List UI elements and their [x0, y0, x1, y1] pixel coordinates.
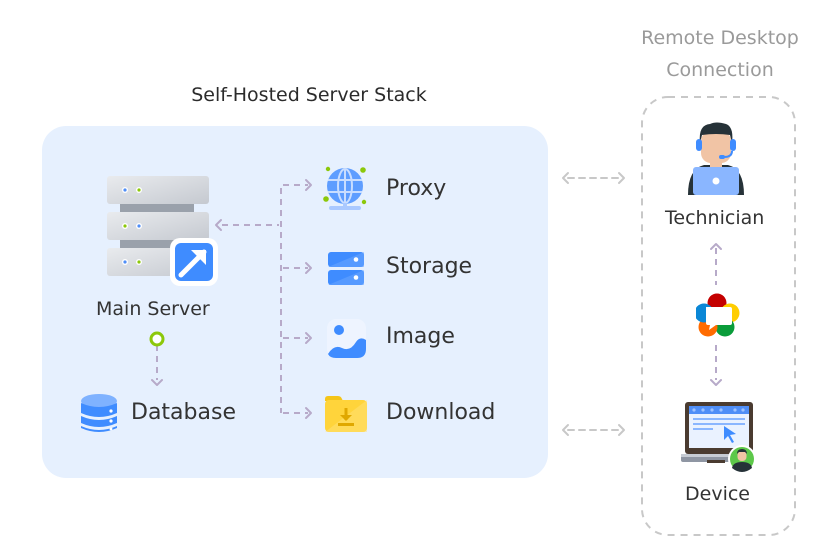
database-icon	[81, 394, 117, 432]
technician-node[interactable]	[686, 121, 746, 197]
device-node[interactable]	[681, 400, 757, 473]
image-label: Image	[386, 324, 455, 349]
link-technician-right-head	[618, 172, 625, 184]
main-server-label: Main Server	[96, 298, 210, 320]
storage-node[interactable]	[327, 251, 365, 286]
download-folder-icon	[325, 396, 367, 432]
arrow-to-download	[305, 407, 312, 419]
external-link-icon	[170, 238, 218, 286]
arrow-to-device	[710, 379, 722, 386]
remote-desktop-title-line1: Remote Desktop	[641, 27, 799, 49]
database-label: Database	[131, 400, 236, 425]
image-icon	[327, 319, 366, 358]
user-avatar-icon	[728, 445, 756, 473]
link-device-right-head	[618, 424, 625, 436]
service-connectors	[156, 184, 717, 414]
storage-drive-icon	[328, 252, 364, 285]
database-node[interactable]	[80, 393, 118, 435]
remote-desktop-title-line2: Connection	[666, 59, 774, 81]
globe-network-icon	[323, 166, 367, 210]
download-label: Download	[386, 400, 496, 425]
webrtc-node	[694, 293, 740, 337]
webrtc-icon	[694, 293, 740, 337]
remote-connection-box	[641, 96, 796, 536]
link-technician-left-head	[562, 172, 569, 184]
download-node[interactable]	[324, 395, 368, 433]
arrow-to-proxy	[305, 179, 312, 191]
laptop-user-icon	[681, 402, 753, 463]
proxy-node[interactable]	[323, 166, 367, 212]
main-server-node[interactable]	[105, 174, 220, 286]
link-device-left-head	[562, 424, 569, 436]
technician-label: Technician	[665, 207, 765, 229]
arrow-to-image	[305, 332, 312, 344]
arrow-to-server	[215, 219, 222, 231]
remote-desktop-title: Remote Desktop Connection	[610, 22, 830, 86]
proxy-label: Proxy	[386, 176, 447, 201]
device-label: Device	[685, 483, 750, 505]
technician-headset-icon	[688, 122, 744, 195]
server-stack-title: Self-Hosted Server Stack	[191, 84, 427, 106]
image-node[interactable]	[326, 318, 367, 359]
server-db-node	[149, 331, 165, 347]
arrow-to-database	[151, 379, 163, 386]
server-rack-icon	[107, 176, 218, 286]
storage-label: Storage	[386, 254, 473, 279]
arrow-to-storage	[305, 262, 312, 274]
arrow-to-technician	[710, 243, 722, 250]
